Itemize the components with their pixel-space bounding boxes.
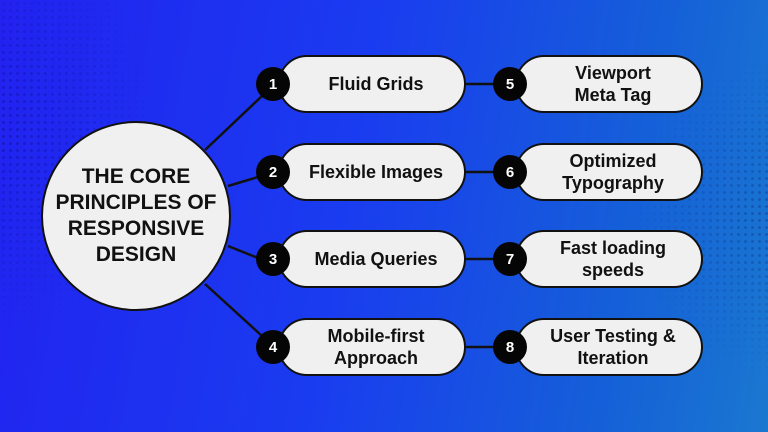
connector-1 [204,95,263,151]
principle-node-8: User Testing & Iteration [515,318,703,376]
number-badge-5: 5 [493,67,527,101]
number-badge-4: 4 [256,330,290,364]
central-title: THE CORE PRINCIPLES OF RESPONSIVE DESIGN [55,165,217,266]
principle-label: Flexible Images [308,162,444,182]
principle-node-7: Fast loading speeds [515,230,703,288]
principle-node-4: Mobile-first Approach [278,318,466,376]
connector-2 [227,175,259,188]
principle-node-5: Viewport Meta Tag [515,55,703,113]
number-badge-6: 6 [493,155,527,189]
principle-label: Fluid Grids [328,74,424,94]
principle-label: Fast loading speeds [559,238,666,280]
connector-4 [204,283,263,337]
principle-node-1: Fluid Grids [278,55,466,113]
number-badge-1: 1 [256,67,290,101]
principle-node-2: Flexible Images [278,143,466,201]
number-badge-8: 8 [493,330,527,364]
principle-label: Optimized Typography [562,151,664,193]
number-badge-7: 7 [493,242,527,276]
principle-label: User Testing & Iteration [550,326,676,368]
principle-label: Media Queries [314,249,438,269]
number-badge-3: 3 [256,242,290,276]
principle-node-3: Media Queries [278,230,466,288]
central-topic: THE CORE PRINCIPLES OF RESPONSIVE DESIGN [41,121,231,311]
connector-3 [227,244,259,260]
number-badge-2: 2 [256,155,290,189]
principle-label: Mobile-first Approach [327,326,425,368]
principle-node-6: Optimized Typography [515,143,703,201]
principle-label: Viewport Meta Tag [574,63,652,105]
